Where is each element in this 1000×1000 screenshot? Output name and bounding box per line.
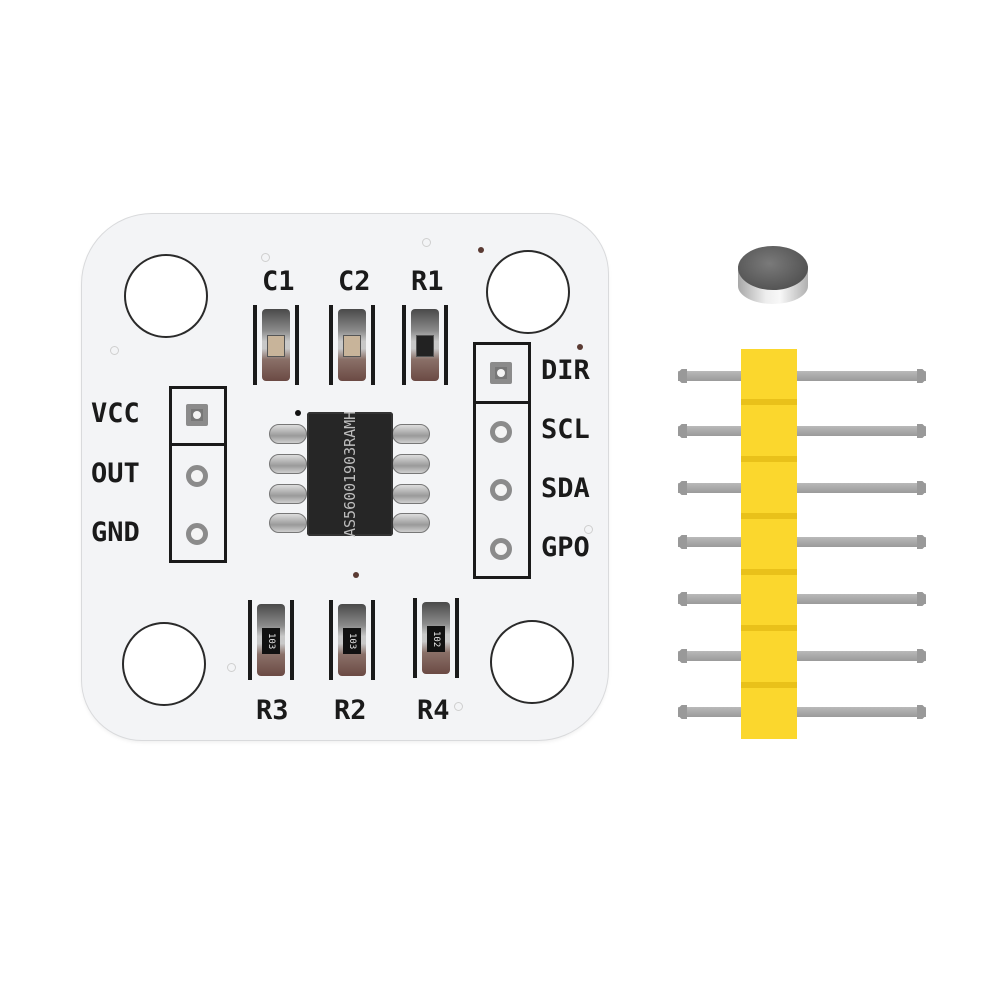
r2-marking: 103 bbox=[343, 628, 361, 654]
resistor-r3: 103 bbox=[248, 600, 294, 680]
pad-dir bbox=[490, 362, 512, 384]
label-sda: SDA bbox=[541, 473, 590, 504]
header-pin bbox=[678, 535, 926, 549]
ic-line3: H bbox=[341, 410, 359, 420]
pad-vcc bbox=[186, 404, 208, 426]
right-header-outline bbox=[473, 401, 531, 579]
ic-line2: 1903RAM bbox=[341, 419, 359, 484]
header-pin bbox=[678, 705, 926, 719]
ic-lead bbox=[392, 424, 430, 444]
label-c1: C1 bbox=[262, 266, 295, 297]
pad-scl bbox=[490, 421, 512, 443]
pad-sda bbox=[490, 479, 512, 501]
ic-lead bbox=[269, 454, 307, 474]
r3-marking: 103 bbox=[262, 628, 280, 654]
label-r3: R3 bbox=[256, 695, 289, 726]
r4-marking: 102 bbox=[427, 626, 445, 652]
ic-lead bbox=[269, 424, 307, 444]
test-via bbox=[454, 702, 463, 711]
header-pin bbox=[678, 424, 926, 438]
ic-line1: AS5600 bbox=[341, 483, 359, 538]
label-c2: C2 bbox=[338, 266, 371, 297]
mounting-hole-bottom-left bbox=[122, 622, 206, 706]
header-pin bbox=[678, 649, 926, 663]
header-pin bbox=[678, 369, 926, 383]
test-via bbox=[261, 253, 270, 262]
label-r2: R2 bbox=[334, 695, 367, 726]
ic-marking: AS5600 1903RAM H bbox=[315, 410, 385, 538]
pin1-marker bbox=[295, 410, 301, 416]
left-header-outline bbox=[169, 443, 227, 563]
via-dot bbox=[478, 247, 484, 253]
ic-lead bbox=[269, 513, 307, 533]
pad-gpo bbox=[490, 538, 512, 560]
label-out: OUT bbox=[91, 458, 140, 489]
as5600-chip: AS5600 1903RAM H bbox=[307, 410, 393, 538]
test-via bbox=[110, 346, 119, 355]
left-header-outline-top bbox=[169, 386, 227, 446]
via-dot bbox=[353, 572, 359, 578]
label-gnd: GND bbox=[91, 517, 140, 548]
ic-lead bbox=[392, 454, 430, 474]
label-r1: R1 bbox=[411, 266, 444, 297]
header-pin bbox=[678, 481, 926, 495]
ic-lead bbox=[269, 484, 307, 504]
test-via bbox=[227, 663, 236, 672]
label-gpo: GPO bbox=[541, 532, 590, 563]
via-dot bbox=[577, 344, 583, 350]
mounting-hole-top-right bbox=[486, 250, 570, 334]
label-vcc: VCC bbox=[91, 398, 140, 429]
label-dir: DIR bbox=[541, 355, 590, 386]
ic-lead bbox=[392, 484, 430, 504]
label-scl: SCL bbox=[541, 414, 590, 445]
test-via bbox=[584, 525, 593, 534]
resistor-r4: 102 bbox=[413, 598, 459, 678]
resistor-r2: 103 bbox=[329, 600, 375, 680]
resistor-r1 bbox=[402, 305, 448, 385]
test-via bbox=[422, 238, 431, 247]
pin-header-body bbox=[741, 349, 797, 739]
magnet-icon bbox=[738, 246, 808, 308]
ic-lead bbox=[392, 513, 430, 533]
mounting-hole-top-left bbox=[124, 254, 208, 338]
label-r4: R4 bbox=[417, 695, 450, 726]
capacitor-c2 bbox=[329, 305, 375, 385]
mounting-hole-bottom-right bbox=[490, 620, 574, 704]
header-pin bbox=[678, 592, 926, 606]
right-header-outline-top bbox=[473, 342, 531, 404]
pad-gnd bbox=[186, 523, 208, 545]
pad-out bbox=[186, 465, 208, 487]
capacitor-c1 bbox=[253, 305, 299, 385]
